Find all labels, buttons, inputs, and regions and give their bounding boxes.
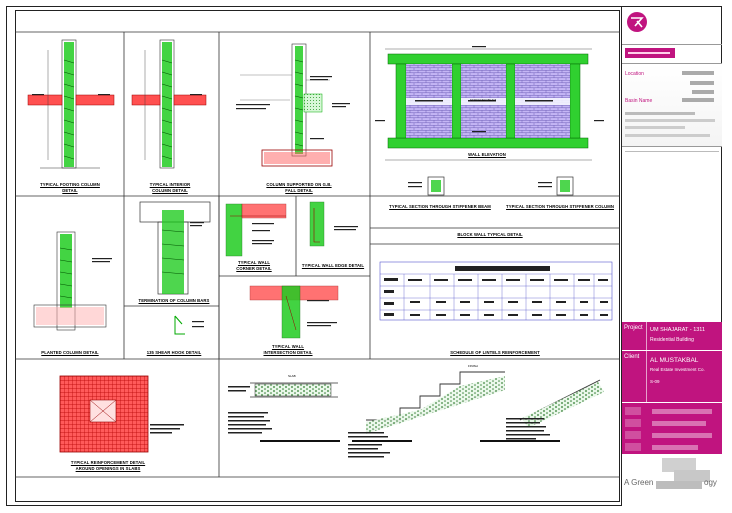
stiffener-beam-label: STIFFENER BEAM xyxy=(470,98,497,102)
location-label: Location xyxy=(625,71,644,77)
footer-brand-end: ogy xyxy=(704,478,717,487)
company-logo xyxy=(627,12,647,32)
caption-interior-column: TYPICAL INTERIOR COLUMN DETAIL xyxy=(149,182,191,193)
caption-column-ends: TERMINATION OF COLUMN BARS xyxy=(138,298,210,303)
caption-openings-line1: TYPICAL REINFORCEMENT DETAIL xyxy=(70,460,146,465)
logo-area xyxy=(622,6,722,45)
wall-edge-drawing xyxy=(309,201,325,247)
client-code: S-09 xyxy=(650,379,660,384)
slab-label: SLAB xyxy=(288,374,296,378)
caption-planted-column: PLANTED COLUMN DETAIL xyxy=(41,350,99,355)
drawing-frame xyxy=(15,10,620,502)
firm-name-bar xyxy=(625,48,675,58)
caption-wall-elevation: WALL ELEVATION xyxy=(468,152,506,157)
title-footer: A Green ogy xyxy=(622,454,722,506)
finish-label: FINISH xyxy=(468,364,478,368)
client-label: Client xyxy=(624,354,640,360)
footer-brand: A Green xyxy=(624,478,654,487)
planted-column-drawing xyxy=(33,231,107,331)
caption-stiffener-beam: TYPICAL SECTION THROUGH STIFFENER BEAM xyxy=(389,204,491,209)
caption-lintels: SCHEDULE OF LINTELS REINFORCEMENT xyxy=(450,350,540,355)
caption-openings-line2: AROUND OPENINGS IN SLABS xyxy=(75,466,141,471)
caption-block-wall: BLOCK WALL TYPICAL DETAIL xyxy=(457,232,523,237)
title-block: Location Basin Name Project UM SHAJARAT … xyxy=(621,6,722,506)
client-section: Client AL MUSTAKBAL Real Estate Investme… xyxy=(622,350,722,403)
slab-sections-drawing xyxy=(250,371,604,442)
wall-corner-drawing xyxy=(225,203,287,257)
column-bars-drawing xyxy=(139,201,211,295)
client-name: AL MUSTAKBAL xyxy=(650,357,699,364)
caption-wall-intersection: TYPICAL WALL INTERSECTION DETAIL xyxy=(263,344,313,355)
revision-block xyxy=(622,402,722,455)
interior-column-drawing xyxy=(131,39,207,169)
wall-intersection-drawing xyxy=(249,285,339,339)
caption-shear-hook: 135 SHEAR HOOK DETAIL xyxy=(146,350,202,355)
caption-stiffener-column: TYPICAL SECTION THROUGH STIFFENER COLUMN xyxy=(506,204,614,209)
wall-elevation-drawing xyxy=(385,48,592,161)
caption-wall-edge: TYPICAL WALL EDGE DETAIL xyxy=(301,263,365,268)
stiffener-sections xyxy=(427,176,574,196)
caption-footing-column: TYPICAL FOOTING COLUMN DETAIL xyxy=(40,182,100,193)
client-subtitle: Real Estate Investment Co. xyxy=(650,367,705,372)
basin-label: Basin Name xyxy=(625,98,653,104)
opening-reinforcement-drawing xyxy=(59,375,149,453)
logo-mark-icon xyxy=(631,17,644,28)
sheet-border xyxy=(6,6,722,506)
project-type: Residential Building xyxy=(650,337,694,343)
caption-column-support: COLUMN SUPPORTED ON G.B. FALL DETAIL xyxy=(266,182,332,193)
project-section: Project UM SHAJARAT - 1311 Residential B… xyxy=(622,322,722,350)
project-label: Project xyxy=(624,325,643,331)
footing-column-drawing xyxy=(27,39,115,169)
caption-wall-corner: TYPICAL WALL CORNER DETAIL xyxy=(236,260,272,271)
shear-hook-drawing xyxy=(174,315,185,335)
project-name: UM SHAJARAT - 1311 xyxy=(650,327,706,333)
location-section: Location Basin Name xyxy=(622,64,722,146)
lintel-table xyxy=(379,261,613,321)
column-support-drawing xyxy=(240,43,333,167)
